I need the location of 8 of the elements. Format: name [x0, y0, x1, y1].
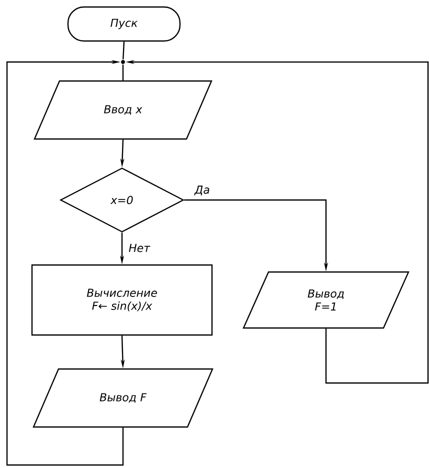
io-parallelogram: Вывод F=1	[242, 271, 410, 329]
io-parallelogram: Вывод F	[32, 368, 214, 428]
io-parallelogram: Ввод x	[34, 80, 212, 140]
arrow	[6, 60, 124, 466]
edge-label: Да	[194, 184, 211, 196]
edge-label: Нет	[128, 242, 152, 254]
terminal-box: Пуск	[67, 6, 181, 42]
process-box: Вычисление F← sin(x)/x	[31, 264, 213, 336]
